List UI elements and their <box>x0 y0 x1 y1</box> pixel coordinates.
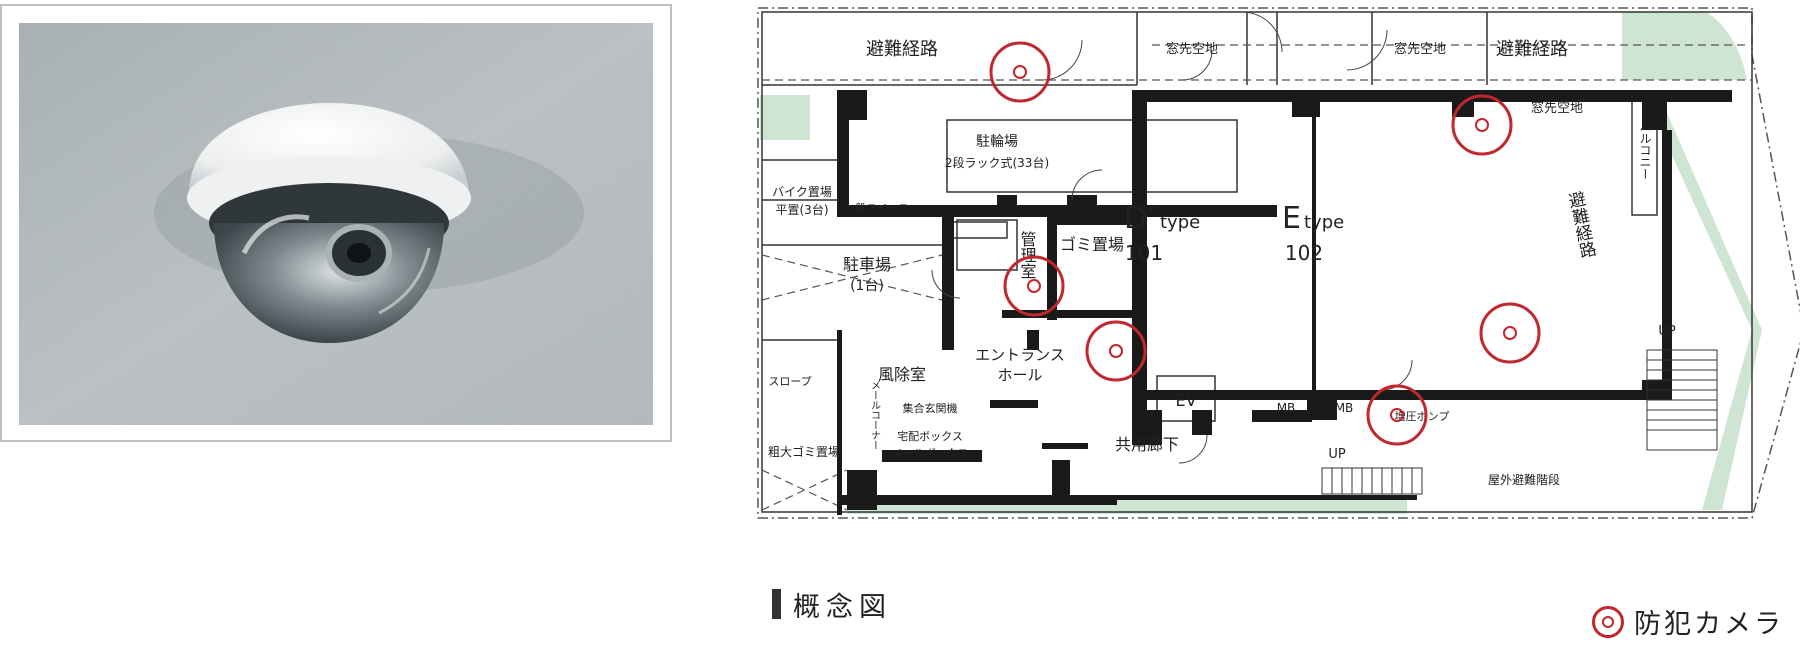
label-mb-2: MB <box>1335 401 1354 415</box>
label-bulky-garbage: 粗大ゴミ置場 <box>768 444 840 459</box>
label-evac-right: 避難経路 <box>1496 39 1568 60</box>
green-area-left <box>760 95 810 140</box>
site-boundary <box>757 7 1800 519</box>
label-manager: 管理室 <box>1018 231 1037 279</box>
label-parking: 駐車場 <box>843 255 891 274</box>
label-window-space-1: 窓先空地 <box>1166 41 1218 57</box>
label-d-room: 101 <box>1125 241 1163 265</box>
floor-plan: 避難経路 避難経路 窓先空地 窓先空地 窓先空地 バルコニー 避難経路 駐輪場 … <box>757 7 1800 519</box>
legend: 防犯カメラ <box>1592 602 1784 641</box>
label-mail-box: メールボックス <box>892 447 969 460</box>
green-strip-right <box>1642 90 1762 510</box>
label-parking-sub: (1台) <box>850 278 884 294</box>
label-up-1: UP <box>1658 324 1676 339</box>
entrance-mat <box>990 400 1038 408</box>
label-corridor: 共用廊下 <box>1115 435 1179 454</box>
label-entrance: エントランス <box>975 346 1065 364</box>
camera-markers <box>989 41 1541 446</box>
green-area-top-right <box>1622 12 1747 80</box>
label-mail-corner: メールコーナー <box>869 380 881 450</box>
label-intercom: 集合玄関機 <box>903 401 958 415</box>
label-evac-left: 避難経路 <box>866 39 938 60</box>
label-up-2: UP <box>1328 447 1346 462</box>
camera-marker-icon <box>1366 384 1428 446</box>
label-entrance-2: ホール <box>997 366 1042 384</box>
label-d-type: D’ <box>1124 201 1157 236</box>
camera-marker-icon <box>1479 302 1541 364</box>
camera-marker-icon <box>1085 320 1147 382</box>
camera-marker-icon <box>989 41 1051 103</box>
label-d-type-suffix: type <box>1160 212 1200 233</box>
label-board-space: 盤スペース <box>855 202 909 215</box>
label-balcony: バルコニー <box>1638 120 1652 180</box>
label-window-space-2: 窓先空地 <box>1394 41 1446 57</box>
camera-marker-icon <box>1003 255 1065 317</box>
label-e-room: 102 <box>1285 241 1323 265</box>
camera-marker-icon <box>1592 605 1624 638</box>
label-e-type-suffix: type <box>1304 212 1344 233</box>
caption-text: 概念図 <box>793 591 892 623</box>
label-outdoor-stairs: 屋外避難階段 <box>1488 472 1560 487</box>
camera-photo-frame <box>0 4 672 442</box>
camera-marker-icon <box>1451 94 1513 156</box>
legend-camera-label: 防犯カメラ <box>1634 609 1784 640</box>
label-mb-1: MB <box>1277 401 1296 415</box>
label-garbage: ゴミ置場 <box>1060 235 1124 254</box>
label-evac-vertical: 避難経路 <box>1563 190 1597 261</box>
label-pump: 増圧ポンプ <box>1395 410 1450 423</box>
label-window-space-3: 窓先空地 <box>1531 100 1583 116</box>
label-slope: スロープ <box>768 375 811 388</box>
dome-camera-photo <box>19 23 653 425</box>
label-windbreak: 風除室 <box>878 365 926 384</box>
caption-bar <box>772 589 781 619</box>
label-bicycle: 駐輪場 <box>976 133 1018 150</box>
label-ev: EV <box>1175 391 1196 410</box>
label-e-type: E <box>1282 201 1301 236</box>
label-bike-parking-sub: 平置(3台) <box>776 202 829 217</box>
label-bike-parking: バイク置場 <box>772 185 832 199</box>
label-delivery-box: 宅配ボックス <box>897 429 963 443</box>
label-bicycle-sub: 2段ラック式(33台) <box>945 155 1049 170</box>
diagram-caption: 概念図 <box>772 588 892 623</box>
